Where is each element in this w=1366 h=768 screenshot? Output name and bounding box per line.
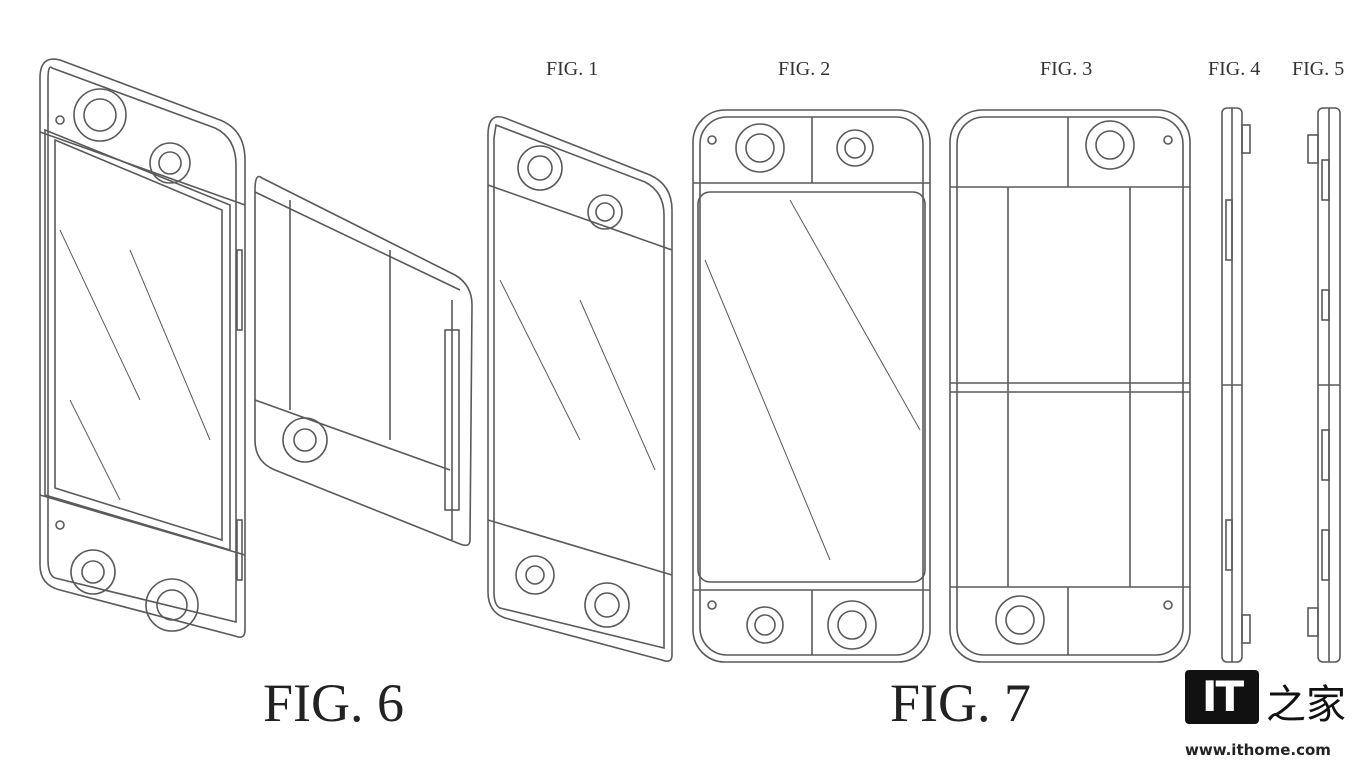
fig6-label: FIG. 6 — [263, 673, 405, 733]
fig2-device — [692, 109, 931, 663]
fig3-device — [949, 109, 1191, 663]
watermark-url: www.ithome.com — [1185, 741, 1331, 759]
fig4-side-view — [1221, 107, 1251, 663]
fig7-label: FIG. 7 — [890, 673, 1032, 733]
fig4-label: FIG. 4 — [1208, 58, 1261, 80]
watermark-logo: IT — [1185, 670, 1259, 724]
fig5-label: FIG. 5 — [1292, 58, 1345, 80]
watermark-logo-cn: 之家 — [1266, 682, 1346, 728]
fig1-device — [487, 116, 673, 662]
fig6-device-open — [39, 58, 246, 638]
fig6-device-folded — [254, 175, 473, 547]
fig2-label: FIG. 2 — [778, 58, 831, 80]
fig1-label: FIG. 1 — [546, 58, 599, 80]
fig3-label: FIG. 3 — [1040, 58, 1093, 80]
fig5-side-view — [1307, 107, 1341, 663]
